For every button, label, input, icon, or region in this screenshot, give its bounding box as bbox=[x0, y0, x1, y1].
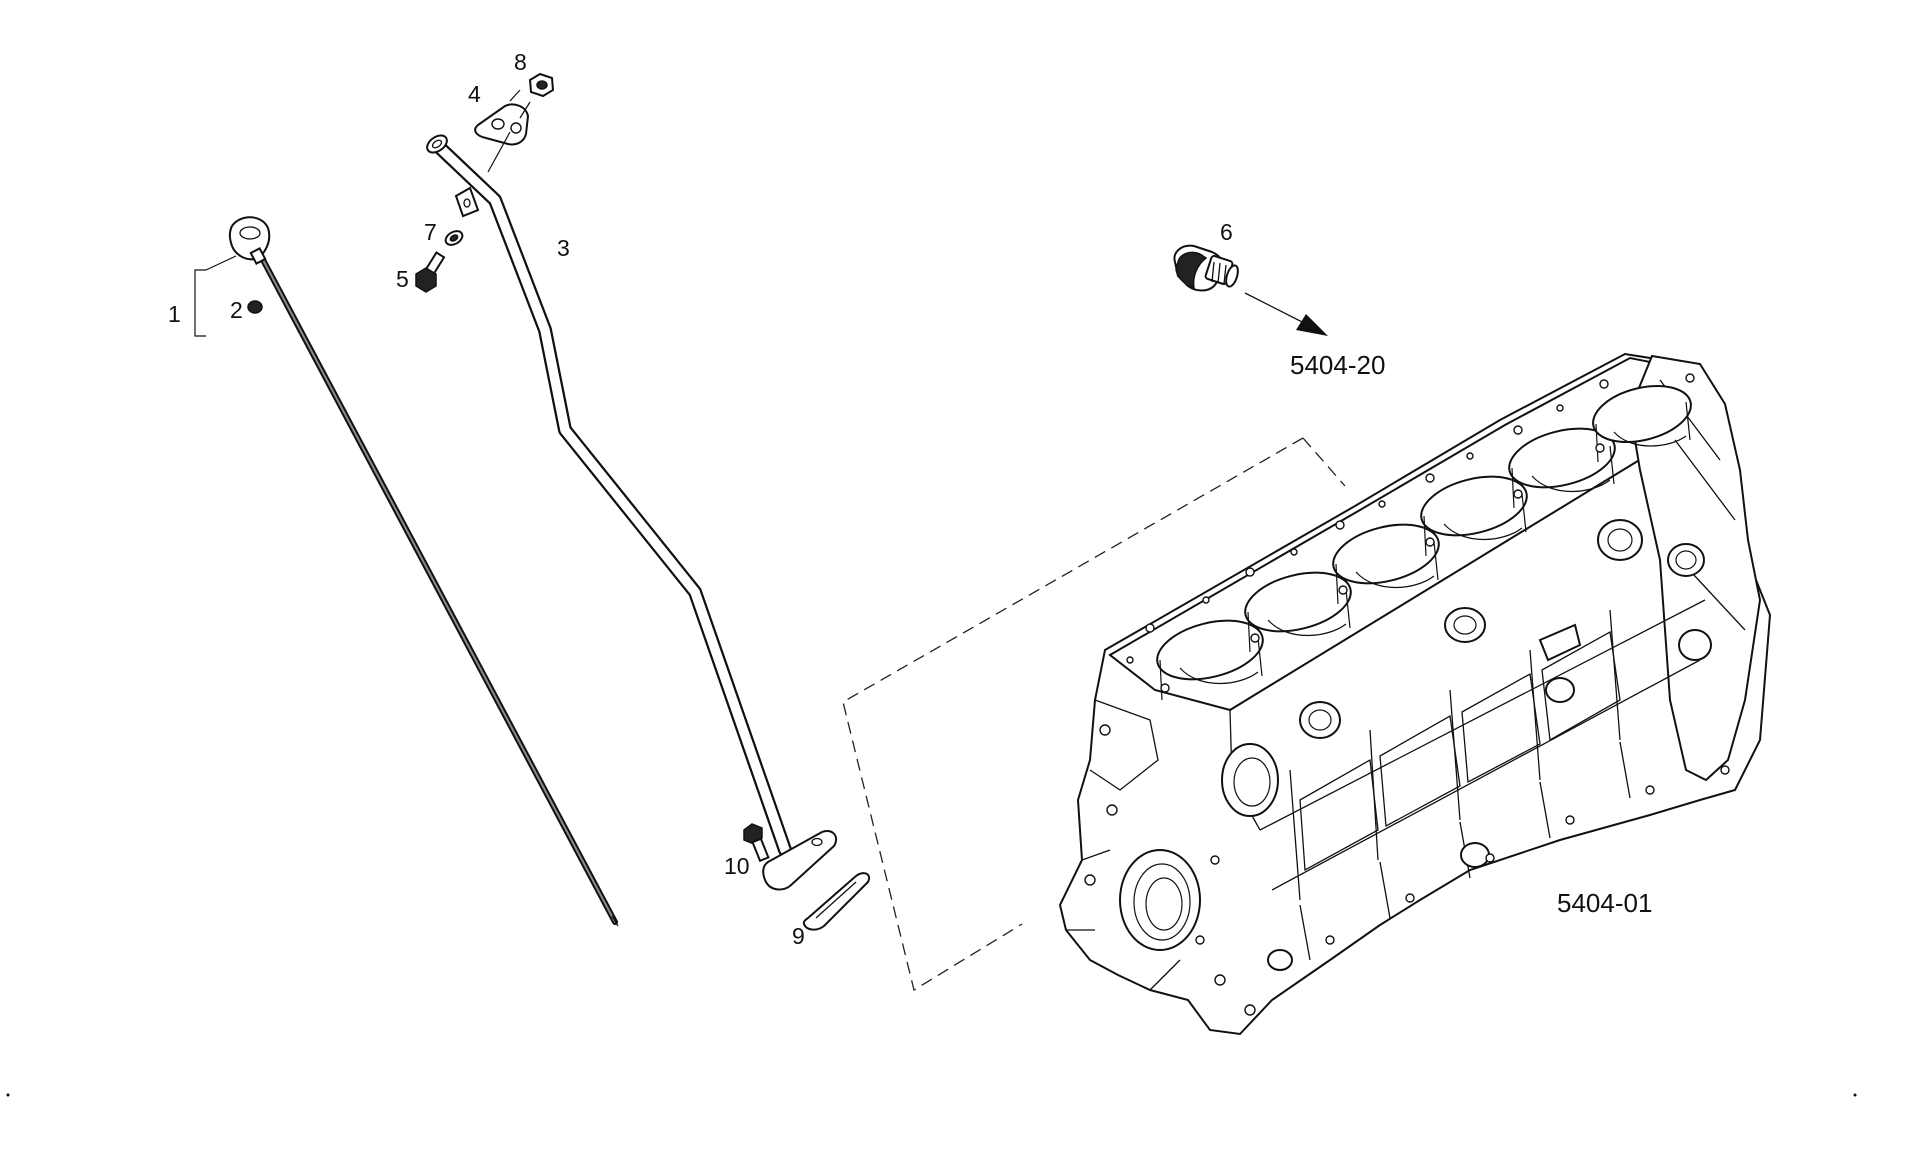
reference-5404-20: 5404-20 bbox=[1290, 350, 1385, 380]
callout-1: 1 bbox=[168, 301, 181, 327]
installation-dashed-outline bbox=[842, 437, 1346, 992]
leader-lines bbox=[194, 89, 531, 337]
bolt-washer bbox=[444, 230, 464, 246]
screw-plug bbox=[1173, 244, 1239, 292]
flange-bolt bbox=[743, 823, 770, 863]
bracket-nut bbox=[528, 72, 555, 98]
callout-10: 10 bbox=[724, 853, 750, 879]
bracket-bolt bbox=[415, 251, 446, 293]
direction-arrow bbox=[1244, 292, 1328, 336]
corner-mark-left bbox=[6, 1093, 10, 1097]
callout-3: 3 bbox=[557, 235, 570, 261]
callout-8: 8 bbox=[514, 49, 527, 75]
flange-gasket bbox=[802, 872, 870, 931]
callout-labels: 1 2 3 4 5 6 7 8 9 10 bbox=[168, 49, 1233, 949]
camshaft-bore bbox=[1221, 743, 1279, 817]
callout-5: 5 bbox=[396, 266, 409, 292]
front-crank-bore bbox=[1119, 849, 1201, 951]
callout-7: 7 bbox=[424, 219, 437, 245]
engine-block bbox=[1058, 352, 1772, 1036]
reference-5404-01: 5404-01 bbox=[1557, 888, 1652, 918]
deck-bolt-holes bbox=[1126, 373, 1695, 693]
corner-mark-right bbox=[1853, 1093, 1857, 1097]
dipstick-handle bbox=[228, 216, 271, 261]
callout-4: 4 bbox=[468, 81, 481, 107]
callout-2: 2 bbox=[230, 297, 243, 323]
callout-9: 9 bbox=[792, 923, 805, 949]
oil-guide-tube bbox=[426, 134, 838, 891]
block-side-webs bbox=[1259, 599, 1706, 961]
tube-bracket bbox=[474, 103, 530, 146]
side-bosses bbox=[1267, 519, 1712, 971]
dipstick-o-ring bbox=[247, 300, 263, 314]
cylinder-bores bbox=[1156, 385, 1692, 701]
callout-6: 6 bbox=[1220, 219, 1233, 245]
dipstick-assembly bbox=[228, 216, 619, 927]
